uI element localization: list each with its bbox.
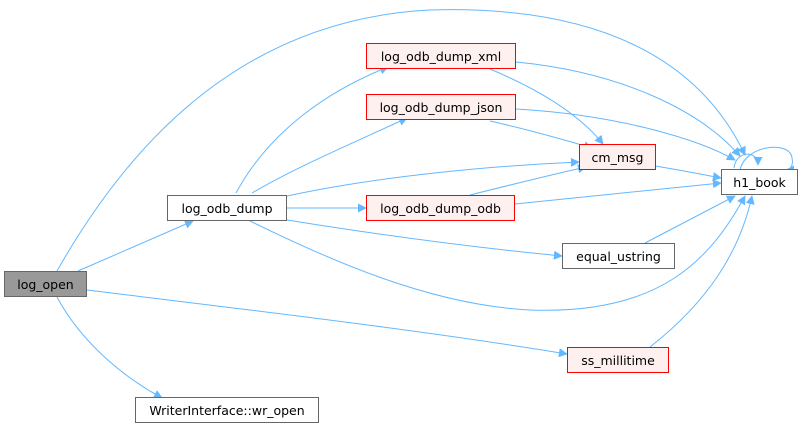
edge-log_odb_dump_odb-to-cm_msg (469, 164, 587, 196)
edge-log_odb_dump_xml-to-h1_book (515, 61, 741, 157)
edge-log_open-to-h1_book (56, 9, 746, 272)
edge-log_odb_dump-to-log_odb_dump_xml (235, 65, 389, 194)
node-log_odb_dump_json[interactable]: log_odb_dump_json (366, 94, 516, 120)
node-log_open[interactable]: log_open (4, 271, 87, 297)
edge-log_odb_dump-to-cm_msg (286, 157, 580, 197)
node-log_odb_dump_odb[interactable]: log_odb_dump_odb (366, 195, 515, 221)
edge-h1_book-self-loop (739, 146, 795, 175)
node-equal_ustring[interactable]: equal_ustring (562, 243, 675, 269)
edge-equal_ustring-to-h1_book (644, 195, 736, 244)
edge-log_open-to-log_odb_dump (77, 220, 194, 272)
edge-log_open-to-wr_open (56, 296, 163, 399)
edge-log_odb_dump-to-equal_ustring (286, 219, 563, 260)
edge-ss_millitime-to-h1_book (649, 195, 755, 348)
edge-log_odb_dump-to-h1_book (249, 195, 746, 311)
edge-log_odb_dump-to-log_odb_dump_json (251, 117, 408, 194)
edge-log_odb_dump_odb-to-h1_book (514, 179, 722, 205)
node-cm_msg[interactable]: cm_msg (579, 144, 656, 170)
node-wr_open[interactable]: WriterInterface::wr_open (135, 397, 319, 423)
node-ss_millitime[interactable]: ss_millitime (567, 347, 669, 373)
edge-log_odb_dump_xml-to-cm_msg (489, 68, 604, 145)
edge-log_odb_dump_json-to-cm_msg (489, 120, 593, 151)
node-log_odb_dump_xml[interactable]: log_odb_dump_xml (366, 43, 516, 69)
edge-log_open-to-ss_millitime (86, 289, 568, 358)
edge-h1_book-self-loop-inner (733, 153, 763, 169)
node-log_odb_dump[interactable]: log_odb_dump (167, 195, 287, 221)
node-h1_book[interactable]: h1_book (721, 169, 798, 195)
edge-log_odb_dump_json-to-h1_book (515, 108, 736, 161)
edge-cm_msg-to-h1_book (654, 165, 722, 181)
